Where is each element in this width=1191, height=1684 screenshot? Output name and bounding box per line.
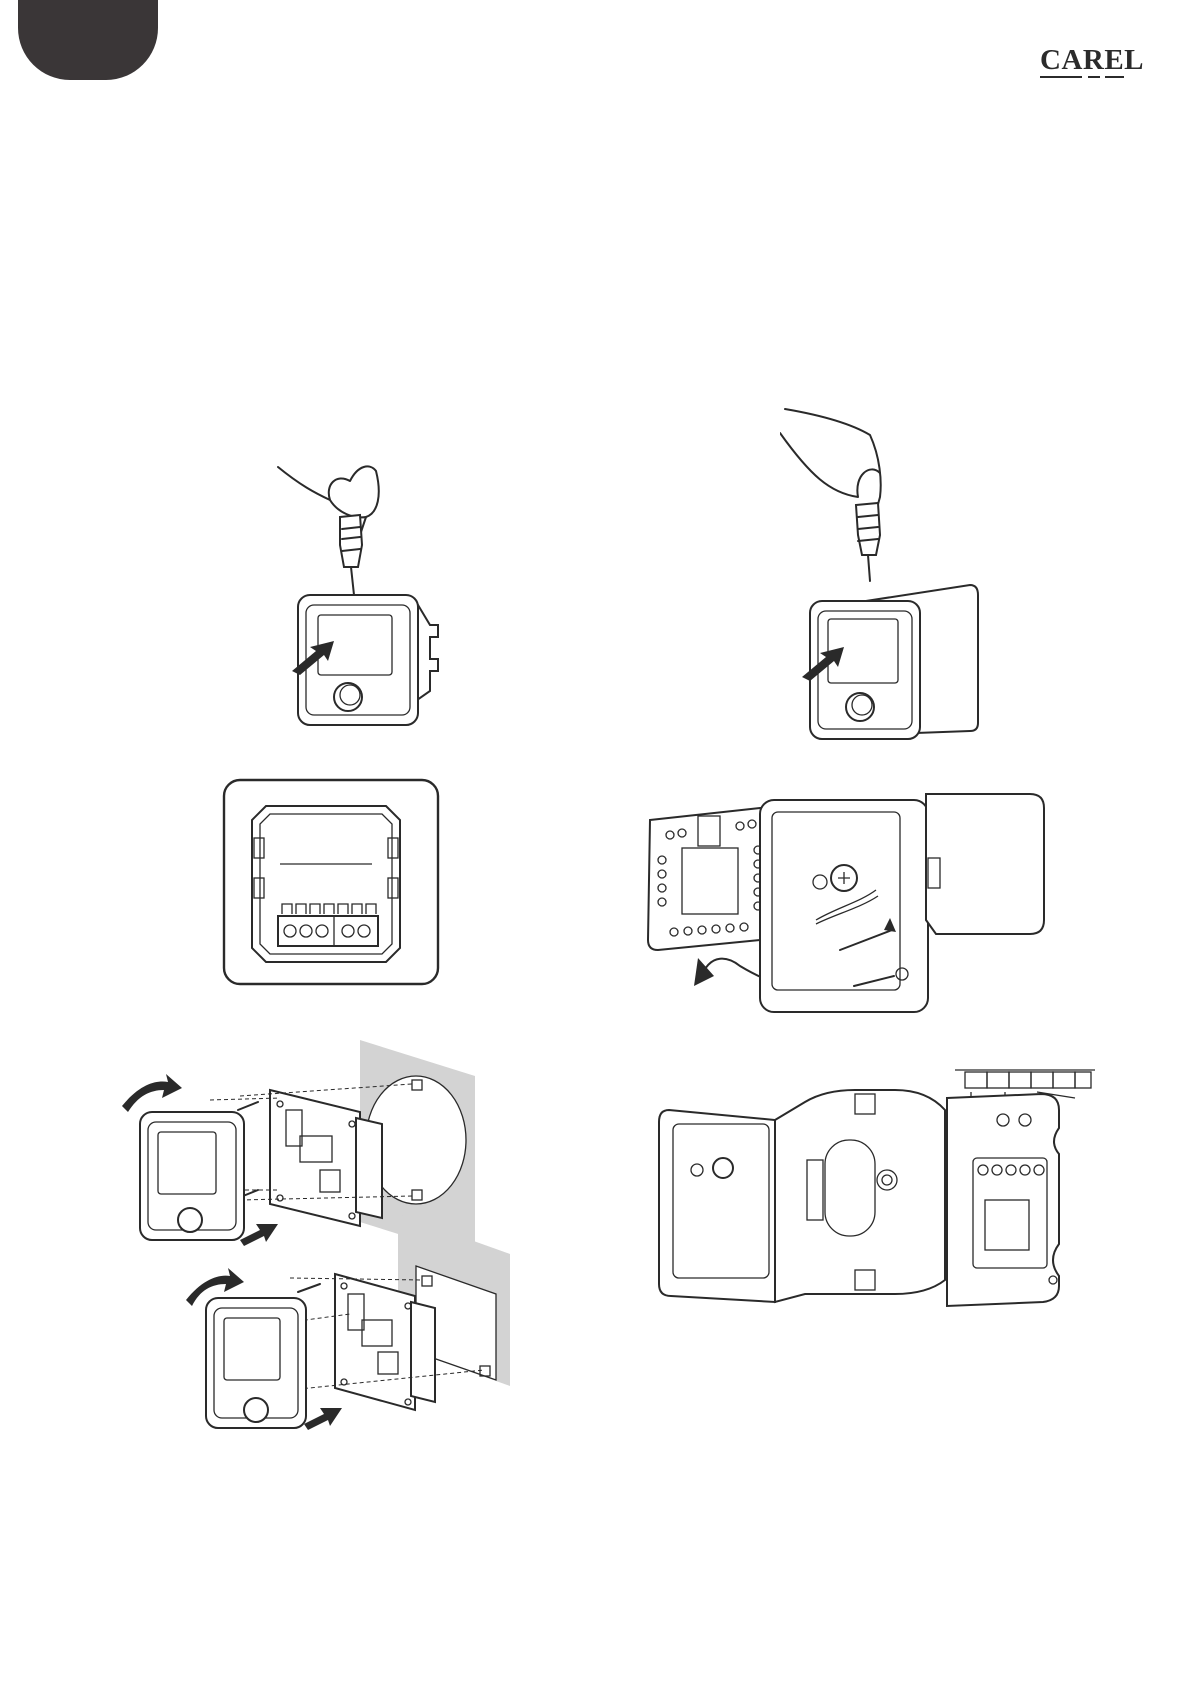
rotate-arrow-icon bbox=[122, 1074, 182, 1112]
carel-logo: CAREL bbox=[1040, 44, 1126, 80]
wall-box-icon bbox=[180, 1214, 520, 1464]
terminal-block-icon bbox=[222, 778, 442, 988]
hinge-icon bbox=[640, 790, 1120, 1020]
logo-rule-right bbox=[1105, 76, 1124, 78]
brand-name: CAREL bbox=[1040, 44, 1144, 76]
logo-rule-mid bbox=[1088, 76, 1100, 78]
figure-open-wall-unit bbox=[780, 405, 1000, 745]
figure-wall-unit-hinged bbox=[640, 790, 1120, 1020]
page-tab-marker bbox=[18, 0, 158, 80]
logo-rule-left bbox=[1040, 76, 1082, 78]
push-arrow-icon bbox=[304, 1408, 342, 1430]
figure-open-panel bbox=[270, 455, 450, 735]
screwdriver-icon bbox=[780, 405, 1000, 745]
enclosure-icon bbox=[655, 1050, 1115, 1340]
figure-wall-unit-open bbox=[655, 1050, 1115, 1340]
screwdriver-icon bbox=[270, 455, 450, 735]
figure-panel-rear bbox=[222, 778, 442, 988]
figure-mount-square-box bbox=[180, 1214, 520, 1464]
